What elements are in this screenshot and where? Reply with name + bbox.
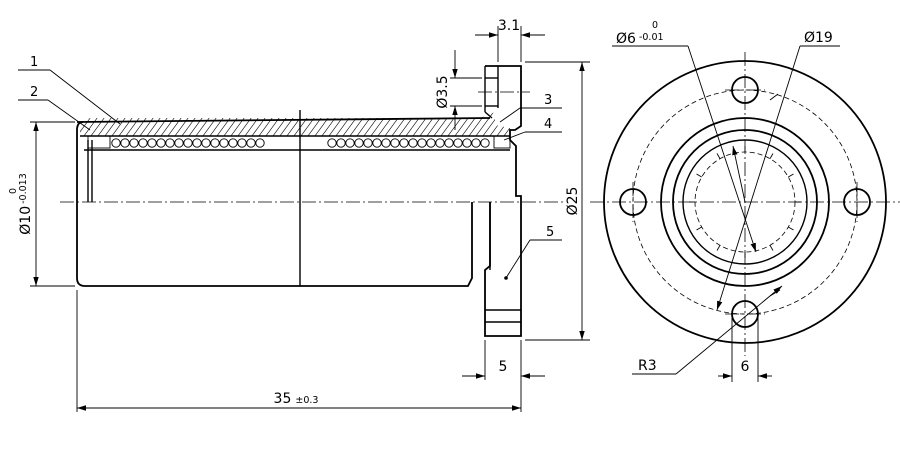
body-circle	[660, 117, 830, 287]
ball	[237, 138, 247, 148]
hatch-line	[515, 110, 537, 140]
ball	[372, 138, 382, 148]
tick-b	[769, 289, 781, 297]
dim-inner-leader	[687, 45, 757, 253]
ball	[111, 138, 121, 148]
hatch-line	[472, 112, 496, 136]
svg-text:3: 3	[544, 93, 552, 108]
ball	[201, 138, 211, 148]
dim-bore-text: Ø10-0.013 0	[8, 173, 34, 234]
dim-thk-text: 5	[499, 359, 508, 375]
svg-text:Ø3.5: Ø3.5	[435, 75, 451, 108]
hatch-line	[522, 110, 544, 140]
spline-tick	[696, 226, 702, 231]
spline-tick	[788, 173, 794, 178]
callout-3: 3	[499, 93, 562, 123]
front-view: Ø6-0.01 0 Ø19 R3 6	[590, 20, 900, 382]
dim-offset-text: 3.1	[498, 18, 520, 34]
ball	[165, 138, 175, 148]
ball	[174, 138, 184, 148]
dim-radius-leader	[675, 285, 783, 375]
spline-tick	[788, 226, 794, 231]
svg-text:1: 1	[30, 55, 38, 70]
dim-length-text: 35±0.3	[274, 391, 319, 407]
ball	[192, 138, 202, 148]
dim-bc-leader	[716, 45, 801, 311]
body-top-edge	[76, 117, 491, 123]
spline-tick	[769, 153, 774, 159]
ball	[480, 138, 490, 148]
svg-text:5: 5	[546, 225, 554, 240]
callout-4: 4	[503, 117, 562, 141]
svg-text:0: 0	[8, 188, 19, 194]
svg-text:4: 4	[544, 117, 552, 132]
bearing-body-outline	[76, 121, 473, 287]
ball	[129, 138, 139, 148]
tick-a	[769, 93, 779, 101]
dim-bc-text: Ø19	[804, 30, 833, 46]
svg-text:2: 2	[30, 85, 38, 100]
flange-outline	[484, 65, 522, 337]
ball	[336, 138, 346, 148]
svg-text:Ø25: Ø25	[565, 187, 581, 216]
ball	[462, 138, 472, 148]
bore-splines	[689, 146, 801, 258]
seal-left	[87, 135, 111, 149]
dim-radius-text: R3	[638, 358, 657, 374]
ball	[444, 138, 454, 148]
dim-flange-text: Ø25	[565, 187, 581, 216]
side-view: Ø10-0.013 0 Ø3.5 3.1 Ø25 5 35±0.3 1	[8, 18, 590, 412]
dim-inner-leader-b	[732, 145, 746, 203]
retainer-circle-inner	[682, 139, 808, 265]
ball	[453, 138, 463, 148]
flange-circle	[603, 60, 887, 344]
spline-tick	[696, 173, 702, 178]
ball	[399, 138, 409, 148]
seal-right	[493, 135, 511, 149]
ball	[183, 138, 193, 148]
callout-1: 1	[18, 55, 121, 125]
dim-inner-text: Ø6-0.01	[616, 31, 664, 47]
ball	[246, 138, 256, 148]
ball	[255, 138, 265, 148]
dim-hole-text: Ø3.5	[435, 75, 451, 108]
ball	[363, 138, 373, 148]
ball	[408, 138, 418, 148]
ball-row	[111, 138, 490, 148]
ball	[147, 138, 157, 148]
ball	[228, 138, 238, 148]
ball	[435, 138, 445, 148]
spline-tick	[716, 245, 721, 251]
bolt-circle	[632, 89, 858, 315]
ball	[471, 138, 481, 148]
ball	[417, 138, 427, 148]
svg-text:Ø10-0.013: Ø10-0.013	[18, 173, 34, 234]
ball	[426, 138, 436, 148]
retainer-circle-outer	[672, 129, 818, 275]
ball	[327, 138, 337, 148]
dim-spacing-text: 6	[741, 359, 750, 375]
ball	[354, 138, 364, 148]
ball	[210, 138, 220, 148]
ball	[138, 138, 148, 148]
callout-2: 2	[18, 85, 91, 131]
callout-5: 5	[504, 225, 562, 280]
ball	[219, 138, 229, 148]
hatch-line	[500, 112, 510, 136]
ball	[390, 138, 400, 148]
flange-chamfer	[484, 111, 493, 119]
spline-tick	[769, 245, 774, 251]
spline-tick	[716, 153, 721, 159]
ball	[345, 138, 355, 148]
ball	[381, 138, 391, 148]
ball	[120, 138, 130, 148]
ball	[156, 138, 166, 148]
dim-inner-tol-upper: 0	[652, 20, 658, 31]
